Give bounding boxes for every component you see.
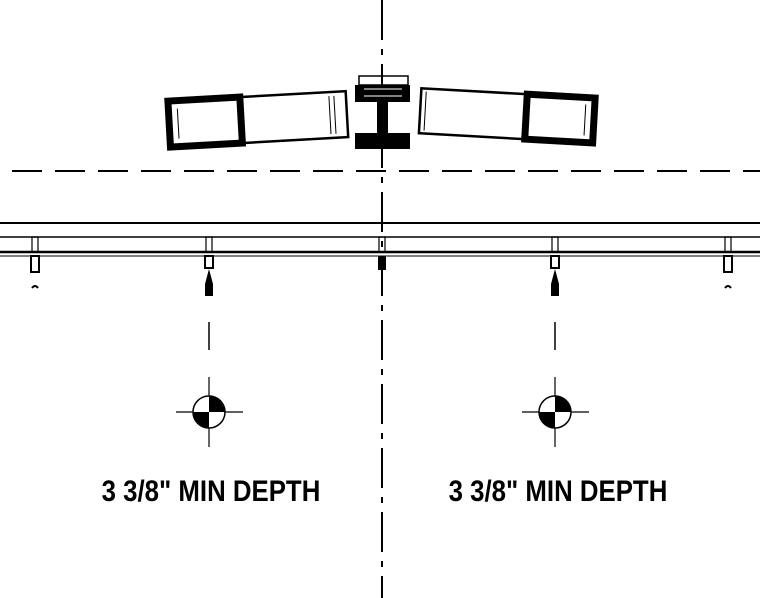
fastener-far-left: [30, 236, 40, 289]
rail-fasteners: [30, 236, 733, 296]
left-bumper-assembly: [164, 89, 350, 151]
rail-section: [0, 222, 760, 257]
right-depth-label: 3 3/8" MIN DEPTH: [448, 475, 668, 508]
left-center-target-icon: [176, 377, 243, 447]
i-beam-section: [355, 75, 410, 149]
fastener-right: [550, 236, 560, 296]
fastener-center: [378, 236, 386, 270]
right-center-target-icon: [522, 377, 589, 447]
left-depth-label: 3 3/8" MIN DEPTH: [101, 475, 321, 508]
right-bumper-assembly: [417, 86, 599, 147]
fastener-left: [204, 236, 214, 296]
fastener-far-right: [723, 236, 733, 289]
